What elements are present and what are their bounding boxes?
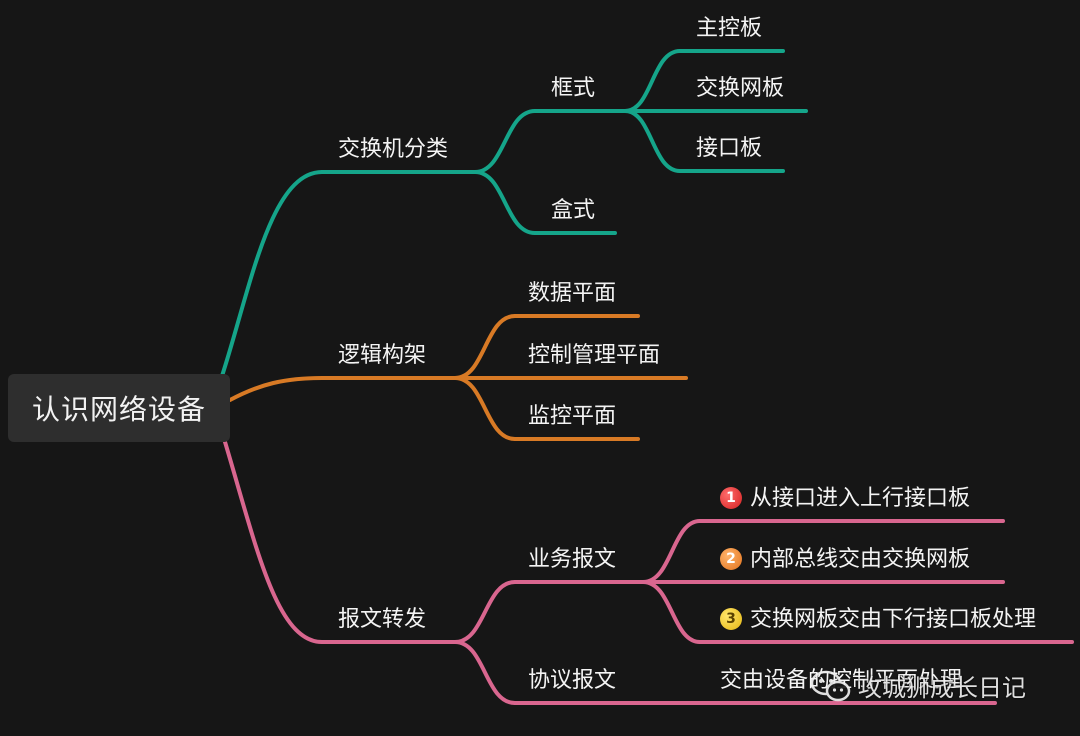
connector-to-monitoring-plane <box>453 376 517 441</box>
wechat-icon <box>810 670 851 701</box>
branch2-connectors <box>228 314 688 441</box>
connector-to-chassis <box>473 109 537 174</box>
step-1-label: 从接口进入上行接口板 <box>750 486 971 511</box>
connector-to-interface-board <box>623 109 682 173</box>
connector-root-to-logical-architecture <box>228 376 324 402</box>
connector-to-data-plane <box>453 314 517 380</box>
node-packet-forwarding[interactable]: 报文转发 <box>338 607 427 632</box>
node-switch-classification[interactable]: 交换机分类 <box>338 137 449 162</box>
node-chassis[interactable]: 框式 <box>551 76 596 101</box>
root-label: 认识网络设备 <box>31 393 206 426</box>
step-2-badge: 2 <box>720 548 742 570</box>
connector-root-to-switch-classification <box>220 170 324 378</box>
step-1-badge: 1 <box>720 487 742 509</box>
node-protocol-packets[interactable]: 协议报文 <box>528 668 617 693</box>
connector-root-to-packet-forwarding <box>220 430 324 644</box>
node-step-1[interactable]: 1 从接口进入上行接口板 <box>720 484 970 514</box>
branch1-connectors <box>220 49 808 378</box>
node-step-2[interactable]: 2 内部总线交由交换网板 <box>720 545 970 575</box>
step-3-label: 交换网板交由下行接口板处理 <box>750 607 1037 632</box>
connector-to-service-packets <box>453 580 517 644</box>
branch3-connectors <box>220 430 1074 705</box>
step-3-badge: 3 <box>720 608 742 630</box>
watermark-text: 攻城狮成长日记 <box>858 674 1026 702</box>
connector-to-box <box>473 170 537 235</box>
node-box[interactable]: 盒式 <box>551 198 596 223</box>
connector-to-main-control-board <box>623 49 682 113</box>
node-switch-fabric-board[interactable]: 交换网板 <box>696 76 785 101</box>
node-interface-board[interactable]: 接口板 <box>696 136 763 161</box>
connector-to-protocol-packets <box>453 640 517 705</box>
step-2-label: 内部总线交由交换网板 <box>750 547 971 572</box>
connector-to-step-1 <box>641 519 702 584</box>
node-main-control-board[interactable]: 主控板 <box>696 16 763 41</box>
node-logical-architecture[interactable]: 逻辑构架 <box>338 343 427 368</box>
node-data-plane[interactable]: 数据平面 <box>528 281 617 306</box>
connector-to-step-3 <box>641 580 702 644</box>
node-control-management-plane[interactable]: 控制管理平面 <box>528 343 661 368</box>
node-step-3[interactable]: 3 交换网板交由下行接口板处理 <box>720 605 1036 635</box>
watermark: 攻城狮成长日记 <box>810 668 1026 703</box>
node-monitoring-plane[interactable]: 监控平面 <box>528 404 617 429</box>
root-node[interactable]: 认识网络设备 <box>8 374 230 442</box>
node-service-packets[interactable]: 业务报文 <box>528 547 617 572</box>
